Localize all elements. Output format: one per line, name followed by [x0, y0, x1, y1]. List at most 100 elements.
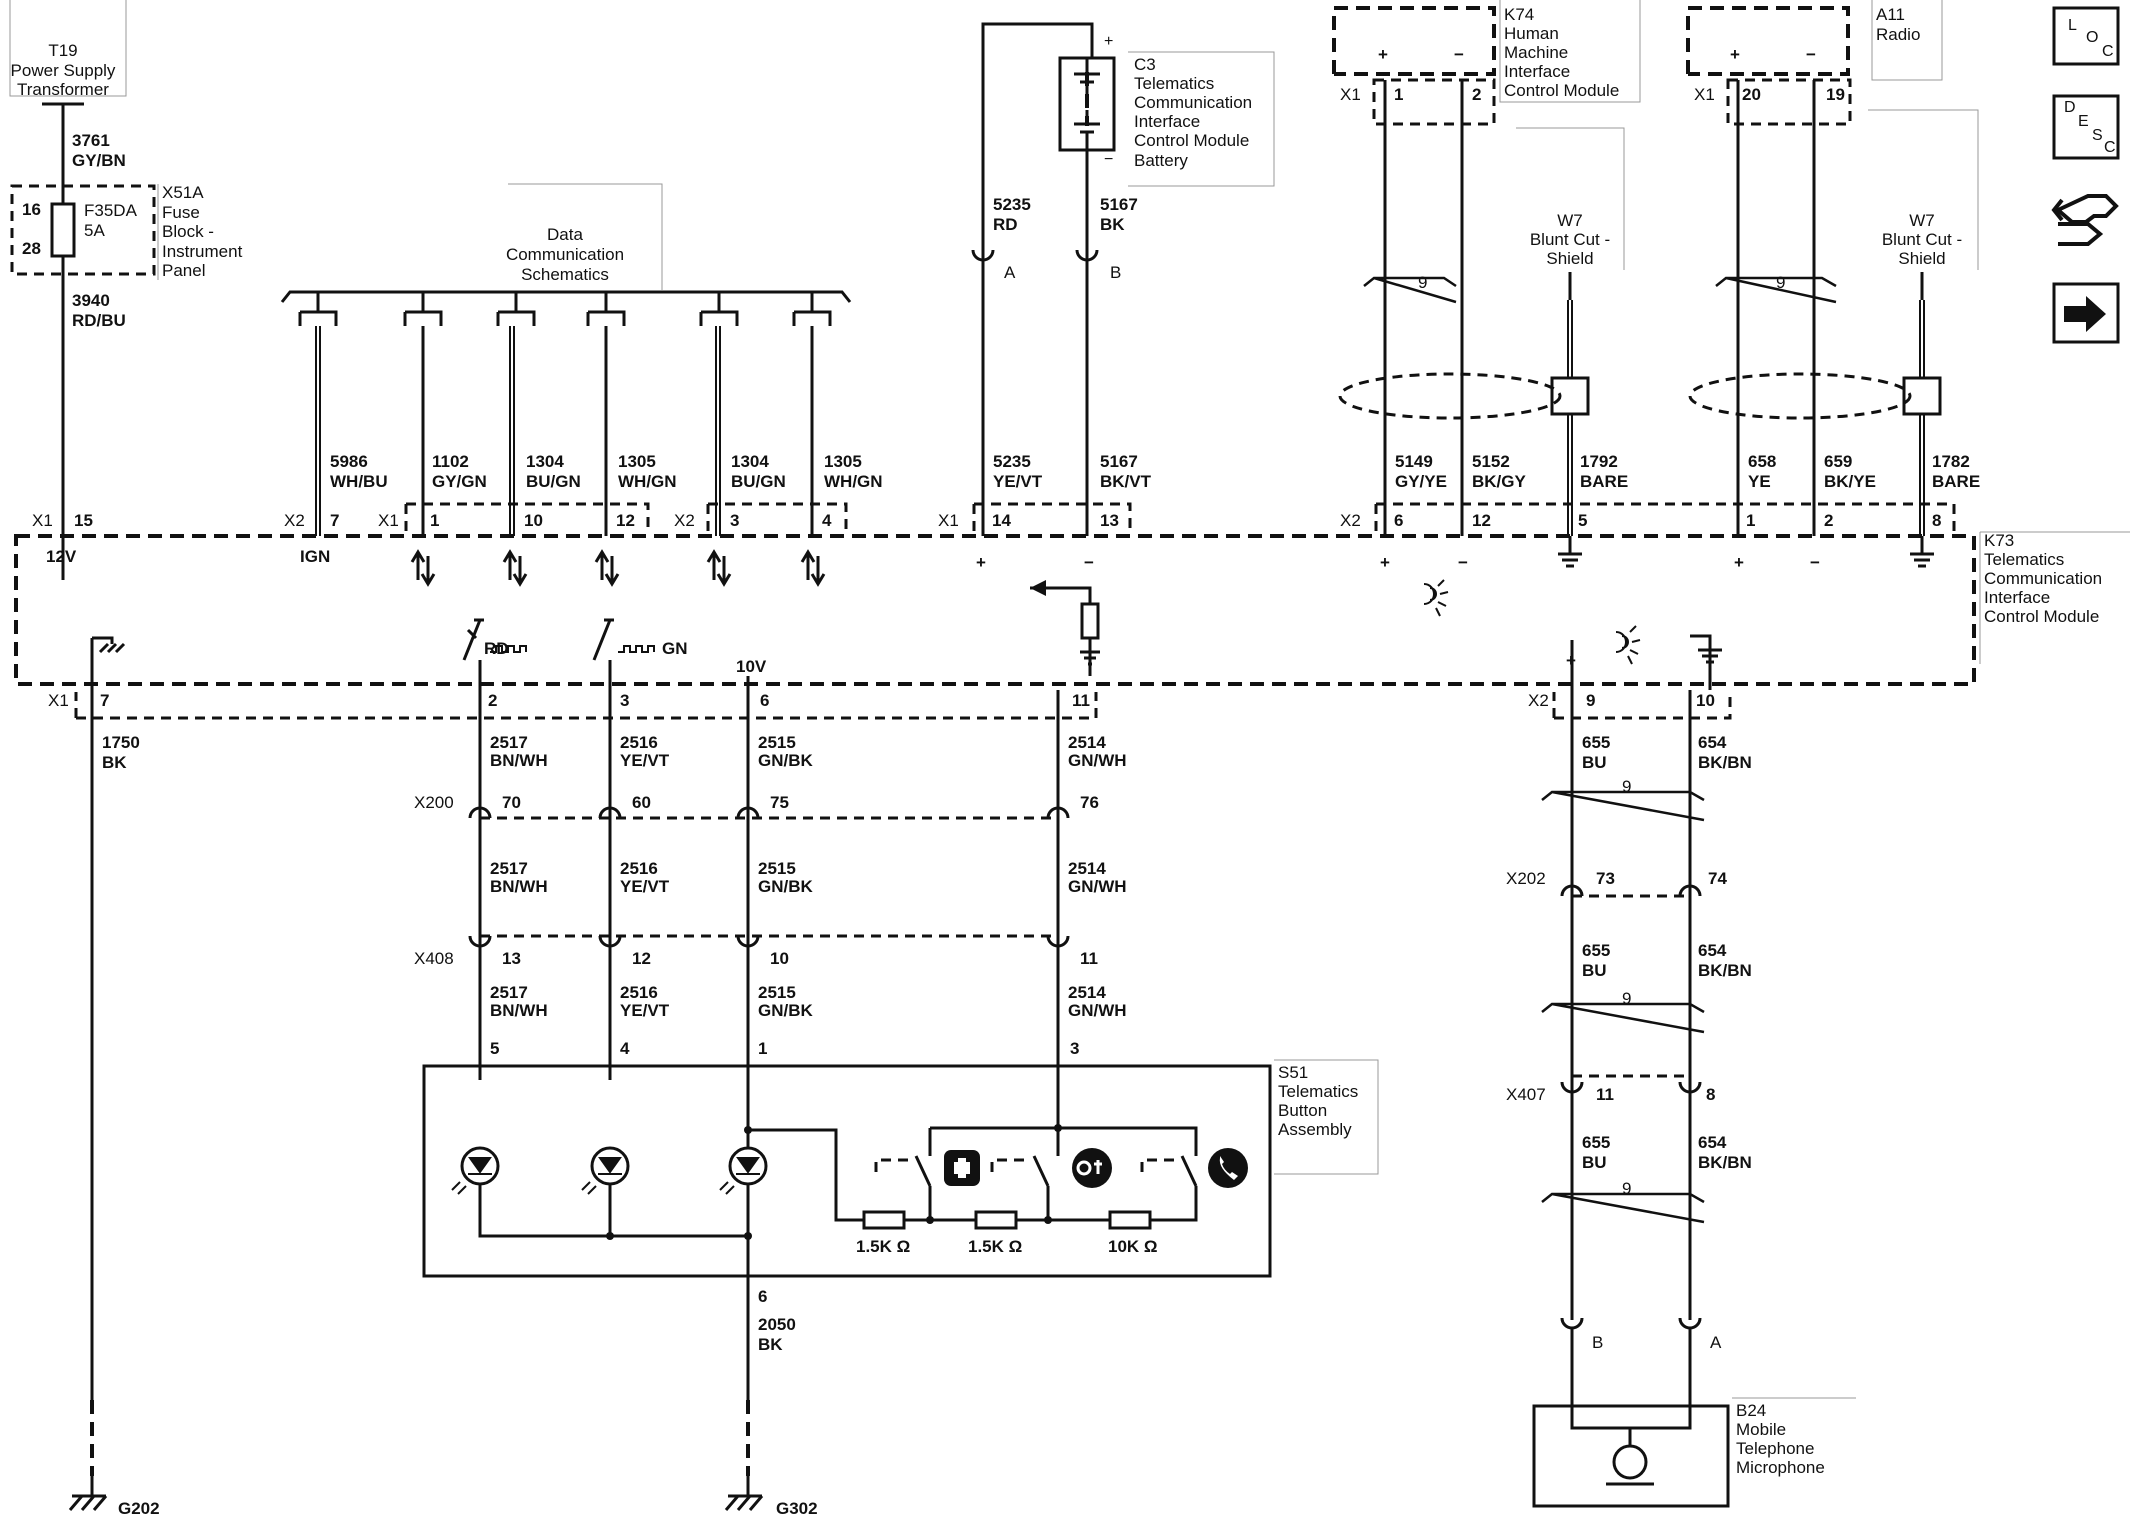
data-comm-wires: [315, 326, 814, 536]
svg-text:B: B: [1592, 1333, 1603, 1352]
svg-text:K73: K73: [1984, 531, 2014, 550]
data-communication-schematics[interactable]: Data Communication Schematics: [280, 183, 852, 326]
wire-1750-label: 1750: [102, 733, 140, 752]
x51a-fuse-block: 16 28 F35DA 5A X51A Fuse Block - Instrum…: [10, 183, 243, 280]
svg-text:Control Module: Control Module: [1984, 607, 2099, 626]
svg-text:BN/WH: BN/WH: [490, 877, 548, 896]
svg-text:X2: X2: [284, 511, 305, 530]
onstar-button-icon[interactable]: [1072, 1148, 1112, 1188]
wire-5235-label: 5235: [993, 452, 1031, 471]
wire-659-color: BK/YE: [1824, 472, 1876, 491]
connector-view-icon[interactable]: [2051, 194, 2119, 246]
svg-text:Shield: Shield: [1546, 249, 1593, 268]
svg-text:IGN: IGN: [300, 547, 330, 566]
svg-text:Machine: Machine: [1504, 43, 1568, 62]
svg-text:A: A: [1710, 1333, 1722, 1352]
ground-g202: G202: [68, 1476, 160, 1518]
svg-text:Telephone: Telephone: [1736, 1439, 1814, 1458]
svg-text:Block -: Block -: [162, 222, 214, 241]
svg-text:2: 2: [488, 691, 497, 710]
svg-text:Telematics: Telematics: [1134, 74, 1214, 93]
wire-1102-label: 1102: [432, 452, 469, 471]
svg-text:X1: X1: [1340, 85, 1361, 104]
pin-label: 10: [770, 949, 789, 968]
twist-marker: [1363, 276, 1457, 304]
svg-text:O: O: [2086, 29, 2098, 46]
wire-658-color: YE: [1748, 472, 1771, 491]
pin-label: 6: [758, 1287, 767, 1306]
svg-text:1: 1: [1394, 85, 1403, 104]
svg-text:14: 14: [992, 511, 1011, 530]
svg-text:Telematics: Telematics: [1984, 550, 2064, 569]
wire-5167-label: 5167: [1100, 452, 1138, 471]
svg-text:Instrument: Instrument: [162, 242, 243, 261]
svg-text:Battery: Battery: [1134, 151, 1188, 170]
wire-1792-color: BARE: [1580, 472, 1628, 491]
svg-text:X2: X2: [674, 511, 695, 530]
wire-5986-color: WH/BU: [330, 472, 388, 491]
svg-text:1.5K Ω: 1.5K Ω: [968, 1237, 1022, 1256]
wire-5235-top-color: RD: [993, 215, 1018, 234]
svg-text:74: 74: [1708, 869, 1727, 888]
svg-text:−: −: [1810, 553, 1820, 572]
svg-text:2: 2: [1824, 511, 1833, 530]
svg-text:F35DA: F35DA: [84, 201, 138, 220]
wire-5235: [981, 22, 1094, 536]
svg-text:BU: BU: [1582, 753, 1607, 772]
k73-telematics-module: K73 Telematics Communication Interface C…: [14, 531, 2130, 686]
wire-1304a-label: 1304: [526, 452, 564, 471]
svg-text:W7: W7: [1557, 211, 1583, 230]
svg-text:YE/VT: YE/VT: [620, 1001, 670, 1020]
wire-5152-color: BK/GY: [1472, 472, 1527, 491]
phone-button-icon[interactable]: [1208, 1148, 1248, 1188]
svg-text:654: 654: [1698, 733, 1727, 752]
k73-bottom-connectors: X1 7 2 3 6 11 X2 9 10: [48, 691, 1732, 720]
svg-text:2517: 2517: [490, 733, 528, 752]
next-page-button[interactable]: [2052, 282, 2120, 344]
ground-g302: G302: [724, 1476, 818, 1518]
twist-marker: [1715, 276, 1837, 304]
location-button[interactable]: L O C: [2052, 6, 2120, 66]
svg-text:+: +: [1104, 33, 1113, 50]
svg-text:9: 9: [1622, 989, 1631, 1008]
svg-text:9: 9: [1622, 777, 1631, 796]
emergency-button-icon[interactable]: [944, 1150, 980, 1186]
k74-hmi-control-module: + − K74 Human Machine Interface Control …: [1332, 0, 1641, 126]
wire-5167-color: BK/VT: [1100, 472, 1152, 491]
description-button[interactable]: D E S C: [2052, 94, 2120, 160]
svg-text:10K Ω: 10K Ω: [1108, 1237, 1158, 1256]
led-icon: [719, 1146, 768, 1195]
k73-top-connectors: X1 15 X2 7 X1 1 10 12 X2 3 4 X1 14 13 X2…: [32, 502, 1956, 534]
svg-text:Telematics: Telematics: [1278, 1082, 1358, 1101]
svg-text:6: 6: [1394, 511, 1403, 530]
svg-text:2: 2: [1472, 85, 1481, 104]
svg-text:+: +: [1730, 45, 1740, 64]
wire-1304a-color: BU/GN: [526, 472, 581, 491]
wire-1750-color: BK: [102, 753, 127, 772]
svg-text:6: 6: [760, 691, 769, 710]
svg-text:2517: 2517: [490, 983, 528, 1002]
pin-label: 76: [1080, 793, 1099, 812]
w7-shield-left: W7 Blunt Cut - Shield: [1338, 127, 1625, 536]
svg-text:3: 3: [730, 511, 739, 530]
twist-label: 9: [1776, 273, 1785, 292]
wire-1782-label: 1782: [1932, 452, 1970, 471]
svg-text:3: 3: [620, 691, 629, 710]
svg-text:BK/BN: BK/BN: [1698, 1153, 1752, 1172]
pin-label: 11: [1080, 949, 1098, 968]
b24-microphone: B24 Mobile Telephone Microphone: [1532, 1328, 1856, 1508]
microphone-signal-icon: [1423, 579, 1641, 665]
led-icon: [451, 1146, 500, 1195]
x408-label: X408: [414, 949, 454, 968]
svg-text:3: 3: [1070, 1039, 1079, 1058]
svg-text:X2: X2: [1340, 511, 1361, 530]
svg-text:12V: 12V: [46, 547, 77, 566]
svg-text:X1: X1: [378, 511, 399, 530]
c3-connector-b: B: [1110, 263, 1121, 282]
svg-text:7: 7: [100, 691, 109, 710]
svg-text:2514: 2514: [1068, 983, 1106, 1002]
svg-text:RD/BU: RD/BU: [72, 311, 126, 330]
